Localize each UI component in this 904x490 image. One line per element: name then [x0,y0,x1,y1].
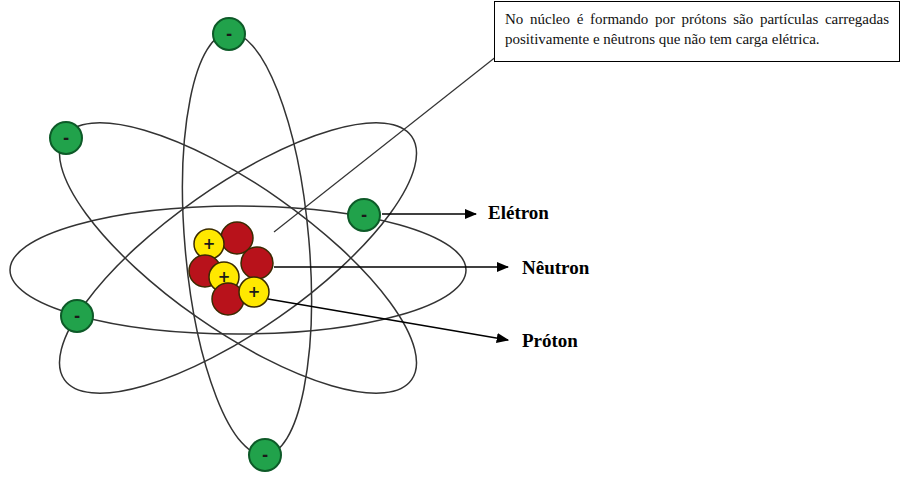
neutron [241,247,273,279]
electron-sign: - [226,27,232,42]
pointer-arrow [274,266,508,267]
proton-sign: + [248,285,261,300]
callout-box: No núcleo é formando por prótons são par… [494,1,900,62]
nucleus [189,222,273,315]
electron-sign: - [63,131,69,146]
electron-sign: - [361,208,367,223]
orbit [23,77,453,438]
electron-sign: - [74,309,80,324]
proton-sign: + [203,237,216,252]
part-label: Elétron [488,202,549,224]
proton-sign: + [218,270,231,285]
part-label: Próton [522,330,578,352]
orbit [23,77,453,438]
callout-text: No núcleo é formando por prótons são par… [505,9,889,50]
orbit [167,27,327,460]
electron-sign: - [262,448,268,463]
proton [239,277,269,307]
part-label: Nêutron [522,257,589,279]
electrons [50,18,380,471]
orbit [10,206,466,334]
orbits [10,27,466,460]
electron [50,122,82,154]
electron [348,199,380,231]
proton [194,229,224,259]
callout-leader [274,56,497,232]
pointer-arrow [268,299,508,340]
electron [213,18,245,50]
electron [249,439,281,471]
pointer-arrow [382,213,476,214]
electron [61,300,93,332]
pointer-arrows [268,214,508,340]
